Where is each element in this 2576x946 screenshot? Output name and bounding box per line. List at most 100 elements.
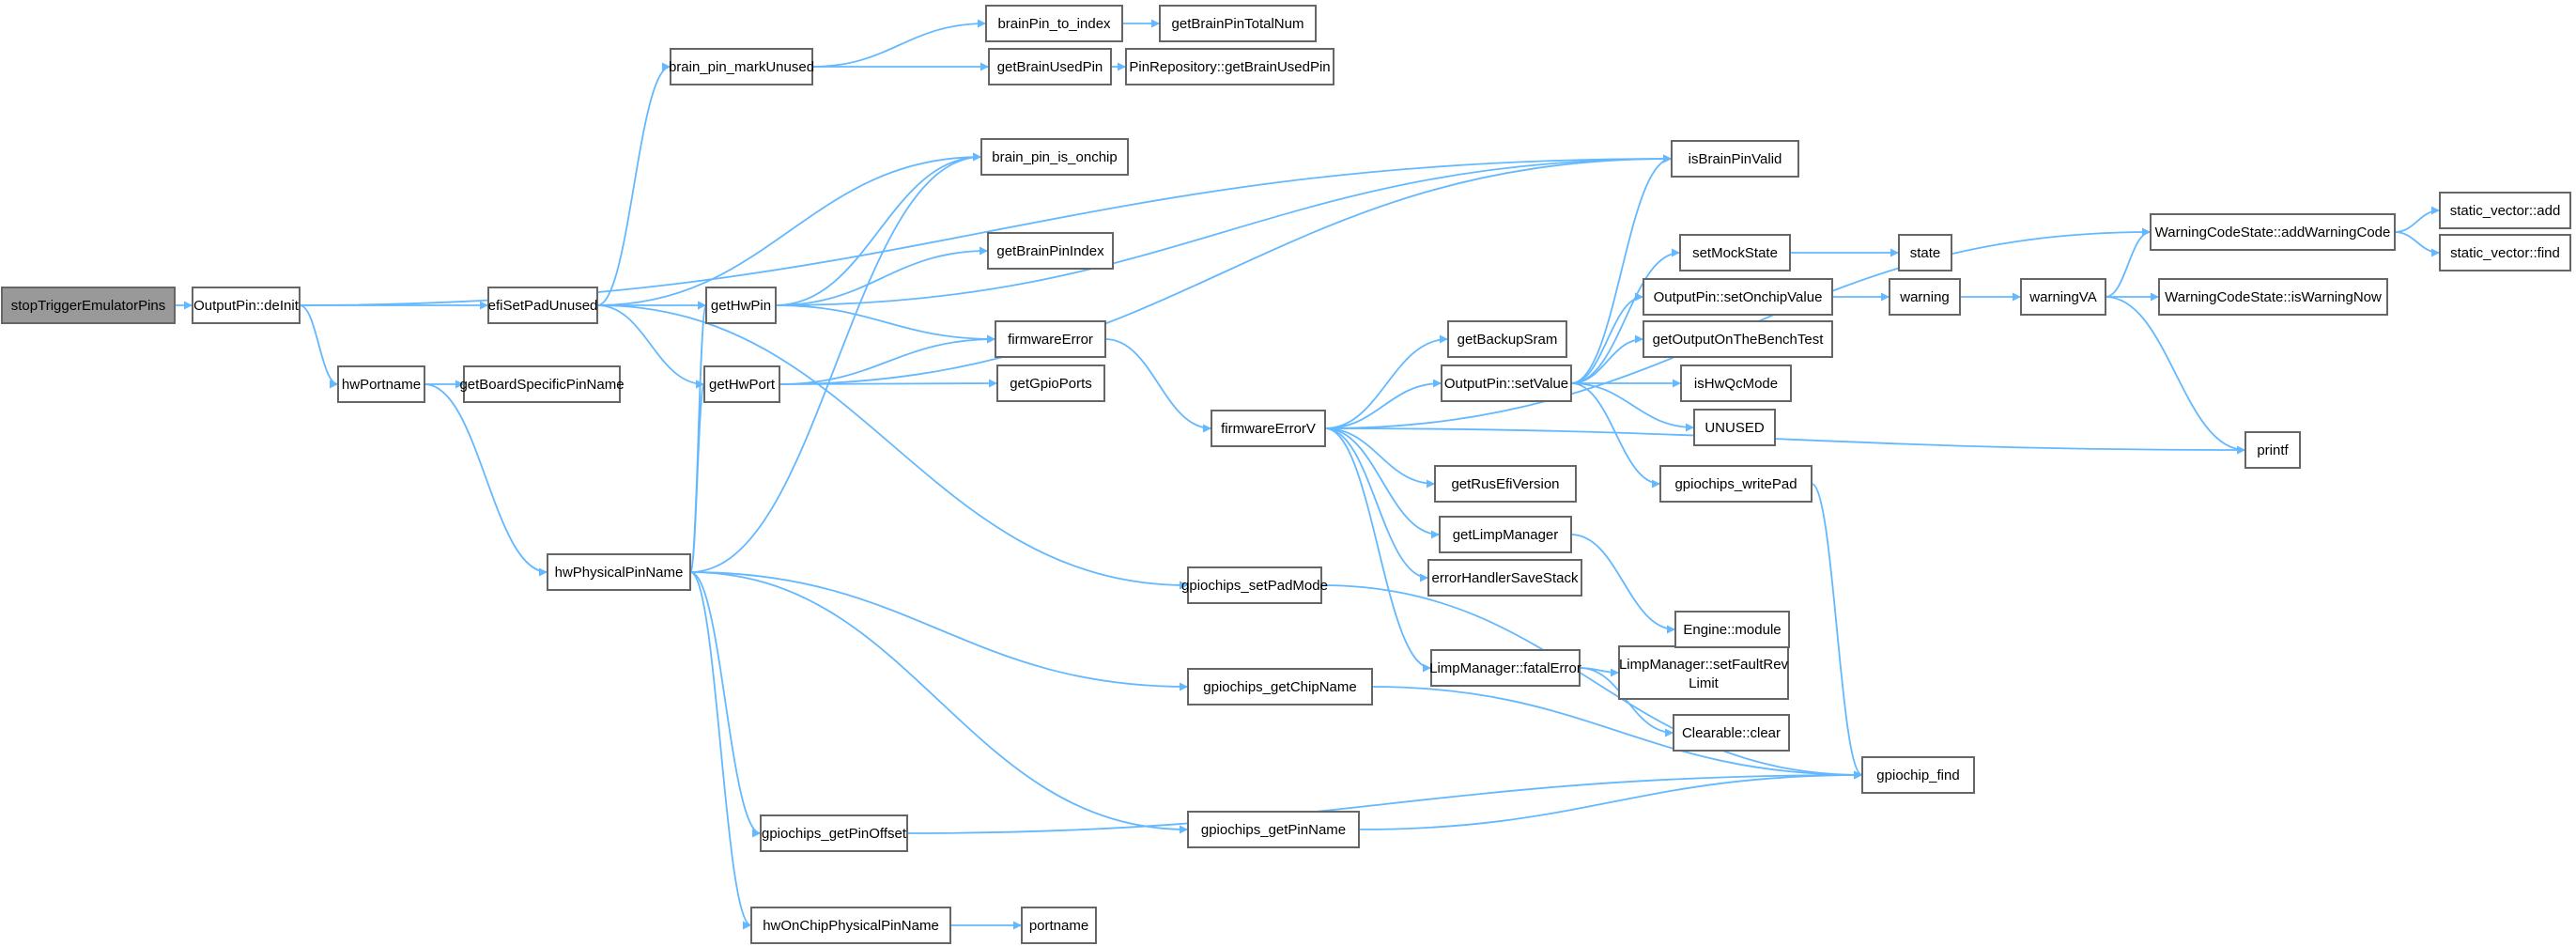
edge-setValue-to-benchTest bbox=[1570, 334, 1644, 384]
node-box bbox=[1211, 410, 1326, 447]
node-writePad[interactable]: gpiochips_writePad bbox=[1659, 465, 1812, 503]
node-box bbox=[2020, 278, 2106, 316]
node-getPinName[interactable]: gpiochips_getPinName bbox=[1187, 811, 1360, 848]
node-box bbox=[980, 138, 1129, 176]
node-printf[interactable]: printf bbox=[2244, 431, 2301, 469]
node-label: printf bbox=[2257, 442, 2289, 458]
node-warning[interactable]: warning bbox=[1889, 278, 1961, 316]
node-markUnused[interactable]: brain_pin_markUnused bbox=[669, 48, 814, 85]
node-hwPortname[interactable]: hwPortname bbox=[337, 365, 425, 403]
node-box bbox=[547, 553, 691, 591]
node-getHwPort[interactable]: getHwPort bbox=[703, 365, 780, 403]
node-box bbox=[1693, 409, 1776, 446]
node-fatalError[interactable]: LimpManager::fatalError bbox=[1429, 649, 1581, 687]
node-getHwPin[interactable]: getHwPin bbox=[705, 287, 777, 324]
node-warningVA[interactable]: warningVA bbox=[2020, 278, 2106, 316]
node-label: portname bbox=[1029, 918, 1088, 934]
node-addWarning[interactable]: WarningCodeState::addWarningCode bbox=[2150, 213, 2396, 251]
edge-setValue-to-setMock bbox=[1570, 248, 1681, 384]
node-getBoard[interactable]: getBoardSpecificPinName bbox=[459, 365, 625, 403]
node-box bbox=[2439, 192, 2571, 229]
edge-fwError-to-fwErrorV bbox=[1104, 338, 1212, 433]
node-hwPhysical[interactable]: hwPhysicalPinName bbox=[547, 553, 691, 591]
edge-deInit-to-isValid bbox=[299, 154, 1673, 306]
node-rusEfi[interactable]: getRusEfiVersion bbox=[1434, 465, 1577, 503]
node-backupSram[interactable]: getBackupSram bbox=[1447, 320, 1567, 358]
node-box bbox=[996, 364, 1105, 402]
node-repoUsedPin[interactable]: PinRepository::getBrainUsedPin bbox=[1125, 48, 1334, 85]
node-box bbox=[337, 365, 425, 403]
node-box bbox=[1187, 566, 1322, 604]
node-state[interactable]: state bbox=[1898, 234, 1952, 271]
node-isValid[interactable]: isBrainPinValid bbox=[1671, 140, 1799, 178]
node-saveStack[interactable]: errorHandlerSaveStack bbox=[1427, 559, 1582, 597]
node-isOnchip[interactable]: brain_pin_is_onchip bbox=[980, 138, 1129, 176]
edge-getChipName-to-chipFind bbox=[1371, 686, 1863, 780]
node-box bbox=[1447, 320, 1567, 358]
node-gpioPorts[interactable]: getGpioPorts bbox=[996, 364, 1105, 402]
edge-warningVA-to-addWarning bbox=[2105, 227, 2152, 298]
node-portname[interactable]: portname bbox=[1021, 907, 1097, 944]
node-box bbox=[463, 365, 621, 403]
edge-setPadMode-to-chipFind bbox=[1320, 584, 1863, 780]
node-stop[interactable]: stopTriggerEmulatorPins bbox=[1, 287, 176, 324]
edge-warningVA-to-printf bbox=[2105, 296, 2246, 455]
node-label: LimpManager::setFaultRev bbox=[1619, 657, 1789, 673]
node-svAdd[interactable]: static_vector::add bbox=[2439, 192, 2571, 229]
node-getPinOffset[interactable]: gpiochips_getPinOffset bbox=[760, 814, 908, 852]
node-label: getHwPort bbox=[709, 377, 776, 393]
node-label: hwPhysicalPinName bbox=[555, 565, 684, 581]
node-qcMode[interactable]: isHwQcMode bbox=[1680, 364, 1792, 402]
node-setPadMode[interactable]: gpiochips_setPadMode bbox=[1181, 566, 1328, 604]
node-box bbox=[1674, 611, 1790, 648]
node-efi[interactable]: efiSetPadUnused bbox=[487, 287, 598, 324]
node-benchTest[interactable]: getOutputOnTheBenchTest bbox=[1643, 320, 1833, 358]
edge-addWarning-to-svAdd bbox=[2394, 206, 2441, 233]
node-setMock[interactable]: setMockState bbox=[1679, 234, 1791, 271]
node-box bbox=[1125, 48, 1334, 85]
node-hwOnChip[interactable]: hwOnChipPhysicalPinName bbox=[750, 907, 951, 944]
edge-hwPhysical-to-getHwPort bbox=[689, 380, 705, 573]
node-totalNum[interactable]: getBrainPinTotalNum bbox=[1159, 5, 1317, 42]
edge-fwErrorV-to-printf bbox=[1324, 427, 2246, 455]
edge-getHwPin-to-isOnchip bbox=[775, 152, 982, 306]
edge-fwErrorV-to-fatalError bbox=[1324, 427, 1432, 673]
node-clear[interactable]: Clearable::clear bbox=[1673, 714, 1790, 752]
edge-getHwPort-to-fwError bbox=[779, 334, 996, 385]
edge-hwPhysical-to-getPinName bbox=[689, 571, 1189, 834]
node-setOnchip[interactable]: OutputPin::setOnchipValue bbox=[1643, 278, 1833, 316]
node-isWarningNow[interactable]: WarningCodeState::isWarningNow bbox=[2158, 278, 2388, 316]
node-pinIndex[interactable]: getBrainPinIndex bbox=[987, 232, 1114, 270]
node-label: getLimpManager bbox=[1453, 527, 1559, 543]
node-usedPin[interactable]: getBrainUsedPin bbox=[988, 48, 1112, 85]
node-getChipName[interactable]: gpiochips_getChipName bbox=[1187, 668, 1373, 706]
node-box bbox=[670, 48, 813, 85]
node-box bbox=[1441, 364, 1572, 402]
node-label: OutputPin::setOnchipValue bbox=[1654, 289, 1823, 305]
node-chipFind[interactable]: gpiochip_find bbox=[1861, 756, 1975, 794]
node-label: getBackupSram bbox=[1458, 332, 1558, 348]
node-deInit[interactable]: OutputPin::deInit bbox=[192, 287, 301, 324]
node-svFind[interactable]: static_vector::find bbox=[2439, 234, 2571, 271]
node-label: efiSetPadUnused bbox=[488, 298, 598, 314]
node-label: getBoardSpecificPinName bbox=[459, 377, 624, 393]
node-fwError[interactable]: firmwareError bbox=[995, 320, 1106, 358]
node-setValue[interactable]: OutputPin::setValue bbox=[1441, 364, 1572, 402]
node-label: firmwareError bbox=[1008, 332, 1093, 348]
node-toIndex[interactable]: brainPin_to_index bbox=[985, 5, 1123, 42]
node-fwErrorV[interactable]: firmwareErrorV bbox=[1211, 410, 1326, 447]
edge-setValue-to-unused bbox=[1570, 382, 1695, 432]
node-box bbox=[1643, 320, 1833, 358]
node-label: Engine::module bbox=[1683, 622, 1781, 638]
node-unused[interactable]: UNUSED bbox=[1693, 409, 1776, 446]
node-box bbox=[987, 232, 1114, 270]
node-engineModule[interactable]: Engine::module bbox=[1674, 611, 1790, 648]
edges-layer bbox=[174, 19, 2441, 930]
edge-efi-to-setPadMode bbox=[596, 304, 1189, 590]
node-limpMgr[interactable]: getLimpManager bbox=[1439, 516, 1572, 553]
node-label: getBrainUsedPin bbox=[997, 59, 1103, 75]
node-label: gpiochips_getPinOffset bbox=[762, 826, 907, 842]
node-label: OutputPin::setValue bbox=[1444, 376, 1568, 392]
